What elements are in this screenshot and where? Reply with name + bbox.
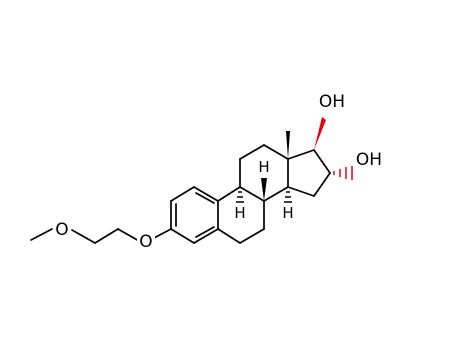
bond-c13-c17 <box>287 149 315 160</box>
bond-skeleton <box>30 144 331 244</box>
bond-o-c3 <box>153 228 172 239</box>
bond-ch2-ch2 <box>94 228 119 244</box>
bond-c1-c10 <box>193 186 219 202</box>
bond-c4-c3 <box>170 228 195 244</box>
bond-c5-c4 <box>193 228 219 244</box>
atom-o-methoxy: O <box>55 220 68 240</box>
atom-oh-c16: OH <box>356 150 382 170</box>
bond-c15-c14 <box>287 186 315 197</box>
atom-h-c9: H <box>234 204 245 222</box>
atom-h-c14: H <box>282 204 293 222</box>
bond-c9-c8 <box>239 186 265 202</box>
bond-c1-c10-inner <box>195 192 215 204</box>
bond-c14-c8 <box>263 186 289 202</box>
bond-c12-c13 <box>263 144 289 160</box>
wedge-methyl-c18 <box>286 131 290 159</box>
bond-c17-c16 <box>313 149 331 174</box>
stereo-bonds <box>236 117 353 203</box>
bond-ch2-o <box>117 228 140 242</box>
bond-methyl-o <box>30 228 53 241</box>
bond-c11-c12 <box>239 144 265 160</box>
bond-c10-c9 <box>217 186 241 202</box>
bond-c2-c1 <box>170 186 195 202</box>
bond-c16-c15 <box>313 172 331 197</box>
atom-labels: O O OH OH H H H <box>53 92 384 252</box>
bond-c7-c6 <box>239 228 265 244</box>
atom-oh-c17: OH <box>319 92 345 112</box>
atom-o-aryl-ether: O <box>139 232 152 252</box>
bond-o-ch2 <box>71 229 96 244</box>
wedge-oh-c17 <box>314 117 326 150</box>
bond-c6-c5 <box>217 228 241 244</box>
wedge-h-c8 <box>261 178 267 201</box>
atom-h-c8: H <box>258 158 269 176</box>
bond-c5-c4-inner <box>195 226 215 238</box>
